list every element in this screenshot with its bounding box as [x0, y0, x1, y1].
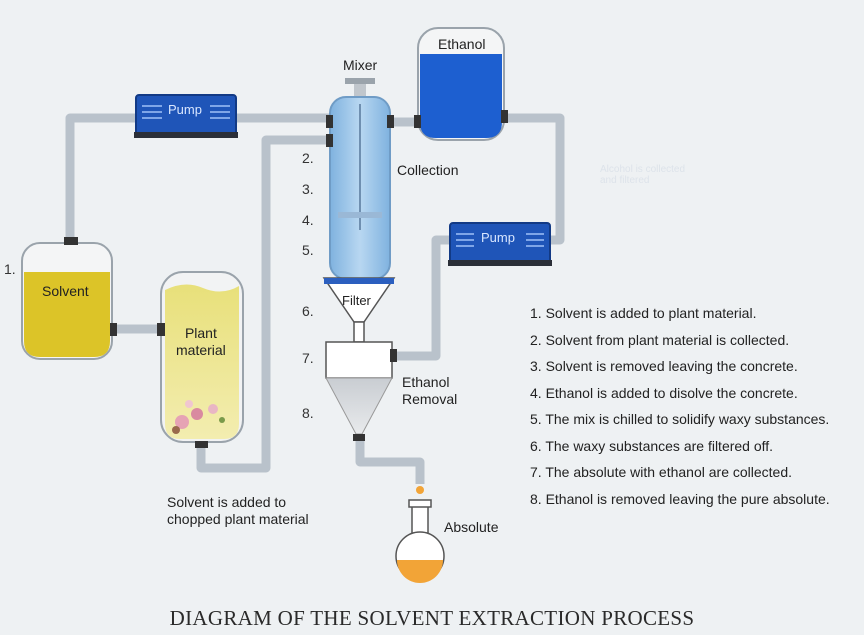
diagram-title: DIAGRAM OF THE SOLVENT EXTRACTION PROCES… [169, 606, 695, 630]
pipes [65, 113, 565, 484]
step-number-8: 8. [302, 405, 314, 421]
ethanol-tank-label: Ethanol [438, 36, 486, 52]
step-item: 3. Solvent is removed leaving the concre… [530, 358, 798, 374]
step-number-2: 2. [302, 150, 314, 166]
caption-label: Solvent is added to chopped plant materi… [167, 494, 309, 527]
step-item: 7. The absolute with ethanol are collect… [530, 464, 793, 480]
filter-label: Filter [342, 293, 371, 308]
step-number-6: 6. [302, 303, 314, 319]
solvent-label: Solvent [42, 283, 89, 299]
mixer-label: Mixer [343, 57, 378, 73]
solvent-tank [21, 237, 117, 360]
step-item: 5. The mix is chilled to solidify waxy s… [530, 411, 830, 427]
absolute-label: Absolute [444, 519, 499, 535]
faint-note: Alcohol is collected and filtered [600, 164, 686, 186]
pipe-pump-to-removal [393, 235, 456, 361]
plant-flowers [172, 400, 225, 434]
step-list: 1. Solvent is added to plant material. 2… [530, 304, 830, 516]
step-number-7: 7. [302, 350, 314, 366]
pipe-plant-to-column [196, 135, 330, 473]
ethanol-tank [414, 27, 508, 141]
ethanol-removal-label: Ethanol Removal [402, 374, 458, 407]
plant-material-tank [157, 271, 244, 448]
pump-left [134, 94, 238, 138]
step-number-4: 4. [302, 212, 314, 228]
step-item: 2. Solvent from plant material is collec… [530, 331, 790, 348]
plant-material-label: Plant material [176, 325, 226, 358]
pump-left-label: Pump [168, 102, 202, 117]
absolute-flask [395, 486, 445, 583]
step-number-3: 3. [302, 181, 314, 197]
collection-vessel [325, 341, 397, 441]
filter-funnel [322, 277, 396, 343]
step-item: 1. Solvent is added to plant material. [530, 305, 757, 321]
pipe-ethanol-to-pump [504, 113, 565, 245]
step-item: 8. Ethanol is removed leaving the pure a… [530, 490, 830, 507]
step-item: 6. The waxy substances are filtered off. [530, 437, 774, 454]
step-number-1: 1. [4, 261, 16, 277]
step-item: 4. Ethanol is added to disolve the concr… [530, 384, 798, 401]
step-number-5: 5. [302, 242, 314, 258]
pipe-solvent-to-pump [65, 113, 140, 244]
collection-label: Collection [397, 162, 459, 178]
pipe-to-absolute [355, 438, 425, 484]
mixer-column [326, 78, 394, 280]
pump-right-label: Pump [481, 230, 515, 245]
pump-right [448, 222, 552, 266]
